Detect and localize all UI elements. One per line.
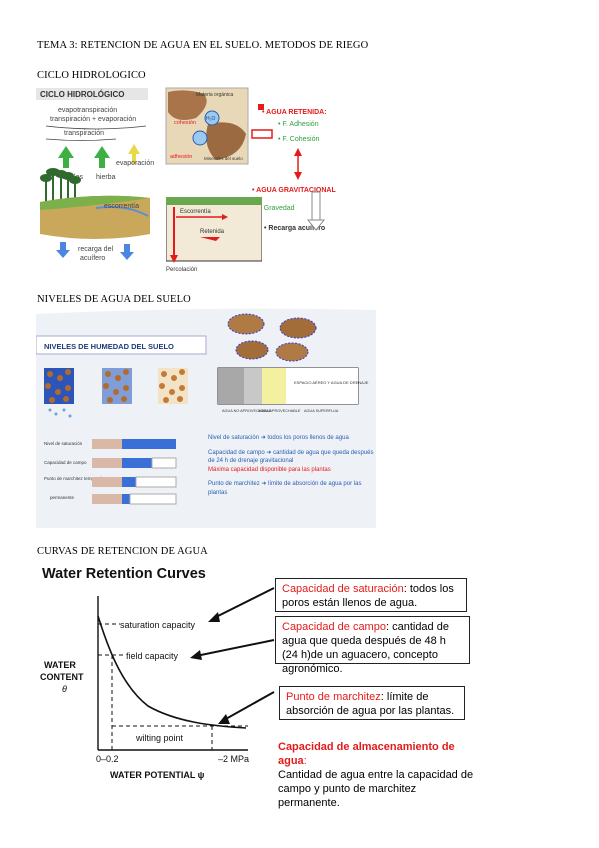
section-heading-niveles: NIVELES DE AGUA DEL SUELO: [37, 294, 191, 305]
wrc-x0-label: 0–0.2: [96, 754, 119, 764]
wrc-box4-red: Capacidad de almacenamiento de agua: [278, 741, 455, 767]
wrc-title: Water Retention Curves: [42, 566, 206, 582]
wrc-ylabel-1: WATER: [44, 660, 76, 670]
niveles-campo-red: Máxima capacidad disponible para las pla…: [208, 466, 331, 473]
wrc-xlabel: WATER POTENTIAL ψ: [110, 770, 205, 780]
f-gravedad-label: • F. Gravedad: [252, 205, 295, 212]
wrc-box3-rest: : límite de absorción de agua por las pl…: [286, 691, 455, 717]
escorrentia2-label: Escorrentía: [180, 209, 211, 215]
wrc-box2-rest: : cantidad de agua que queda después de …: [282, 621, 449, 675]
recarga-label-2: acuífero: [80, 255, 105, 262]
section-heading-curvas: CURVAS DE RETENCION DE AGUA: [37, 546, 208, 557]
wrc-box4-rest: Cantidad de agua entre la capacidad de c…: [278, 769, 474, 809]
wrc-box2-red: Capacidad de campo: [282, 621, 386, 633]
niveles-saturacion-label: Nivel de saturación: [44, 441, 83, 446]
niveles-sat-text: Nivel de saturación ➜ todos los poros ll…: [208, 435, 349, 441]
ciclo-right-diagram: • AGUA RETENIDA: • F. Adhesión • F. Cohe…: [251, 109, 336, 232]
transp-evap-label: transpiración + evaporación: [50, 116, 136, 123]
wrc-saturation-label: saturation capacity: [120, 620, 196, 630]
niveles-campo-label: Capacidad de campo: [44, 460, 87, 465]
wrc-box1-rest: : todos los poros están llenos de agua.: [282, 583, 454, 609]
wrc-chart: Water Retention Curves saturation capaci…: [36, 556, 276, 786]
f-adhesion-label: • F. Adhesión: [278, 121, 319, 128]
niveles-permanente-label: permanente: [50, 495, 75, 500]
niveles-figure: NIVELES DE HUMEDAD DEL SUELO Nivel de sa…: [35, 306, 376, 528]
ciclo-title: CICLO HIDROLÓGICO: [40, 90, 124, 99]
cohesion-label: cohesión: [174, 120, 196, 126]
wrc-x1-label: –2 MPa: [218, 754, 249, 764]
wrc-svg: Water Retention Curves saturation capaci…: [40, 566, 275, 780]
adhesion-label: adhesión: [170, 154, 192, 160]
wrc-box-saturacion: Capacidad de saturación: todos los poros…: [275, 578, 467, 612]
evaporacion-label: evaporación: [116, 160, 154, 167]
wrc-field-label: field capacity: [126, 651, 179, 661]
retenida-label: Retenida: [200, 229, 225, 235]
niveles-diagram: NIVELES DE HUMEDAD DEL SUELO Nivel de sa…: [35, 308, 376, 528]
ciclo-bottom-box: Escorrentía Retenida Percolación: [165, 196, 263, 273]
wrc-box-campo: Capacidad de campo: cantidad de agua que…: [275, 616, 470, 675]
escorrentia-label: escorrentía: [104, 203, 139, 210]
niveles-agua-superflua: AGUA SUPERFLUA: [304, 409, 339, 413]
wrc-ylabel-2: CONTENT: [40, 672, 84, 682]
ciclo-right-panel: • AGUA RETENIDA: • F. Adhesión • F. Cohe…: [250, 84, 368, 274]
wrc-box-marchitez: Punto de marchitez: límite de absorción …: [279, 686, 465, 720]
wrc-wilting-label: wilting point: [135, 733, 184, 743]
wrc-box4-colon: :: [303, 755, 307, 767]
document-title: TEMA 3: RETENCION DE AGUA EN EL SUELO. M…: [37, 40, 369, 51]
percolacion-diagram: Escorrentía Retenida Percolación: [165, 196, 263, 273]
agua-retenida-label: • AGUA RETENIDA:: [262, 109, 327, 116]
transpiracion-label: transpiración: [64, 130, 104, 137]
niveles-marchitez-label: Punto de marchitez temporal: [44, 476, 102, 481]
niveles-agua-aprov: AGUA APROVECHABLE: [258, 409, 301, 413]
recarga-acuifero-label: • Recarga acuífero: [264, 225, 325, 232]
niveles-marchitez-text: Punto de marchitez ➜ límite de absorción…: [208, 481, 362, 496]
wrc-box3-red: Punto de marchitez: [286, 691, 381, 703]
niveles-text-panel: Nivel de saturación ➜ todos los poros ll…: [208, 434, 376, 497]
materia-organica-label: Materia orgánica: [196, 92, 233, 98]
section-heading-ciclo: CICLO HIDROLOGICO: [37, 70, 146, 81]
wrc-box1-red: Capacidad de saturación: [282, 583, 404, 595]
hierba-label: hierba: [96, 174, 116, 181]
evapotranspiracion-label: evapotranspiración: [58, 107, 117, 114]
niveles-title: NIVELES DE HUMEDAD DEL SUELO: [44, 342, 174, 351]
minerales-label: Minerales del suelo: [204, 156, 243, 161]
niveles-campo-text: Capacidad de campo ➜ cantidad de agua qu…: [208, 449, 374, 465]
niveles-espacio-label: ESPACIO AÉREO Y AGUA DE DRENAJE: [294, 380, 369, 385]
f-cohesion-label: • F. Cohesión: [278, 136, 319, 143]
agua-gravitacional-label: • AGUA GRAVITACIONAL: [252, 187, 336, 194]
wrc-ylabel-3: θ: [62, 684, 67, 694]
wrc-almacenamiento-text: Capacidad de almacenamiento de agua: Can…: [278, 740, 478, 810]
h2o-label: H₂O: [206, 116, 216, 122]
recarga-label-1: recarga del: [78, 246, 113, 253]
percolacion-label: Percolación: [166, 267, 197, 273]
niveles-agua-no-aprov: AGUA NO APROVECHABLE: [222, 409, 272, 413]
